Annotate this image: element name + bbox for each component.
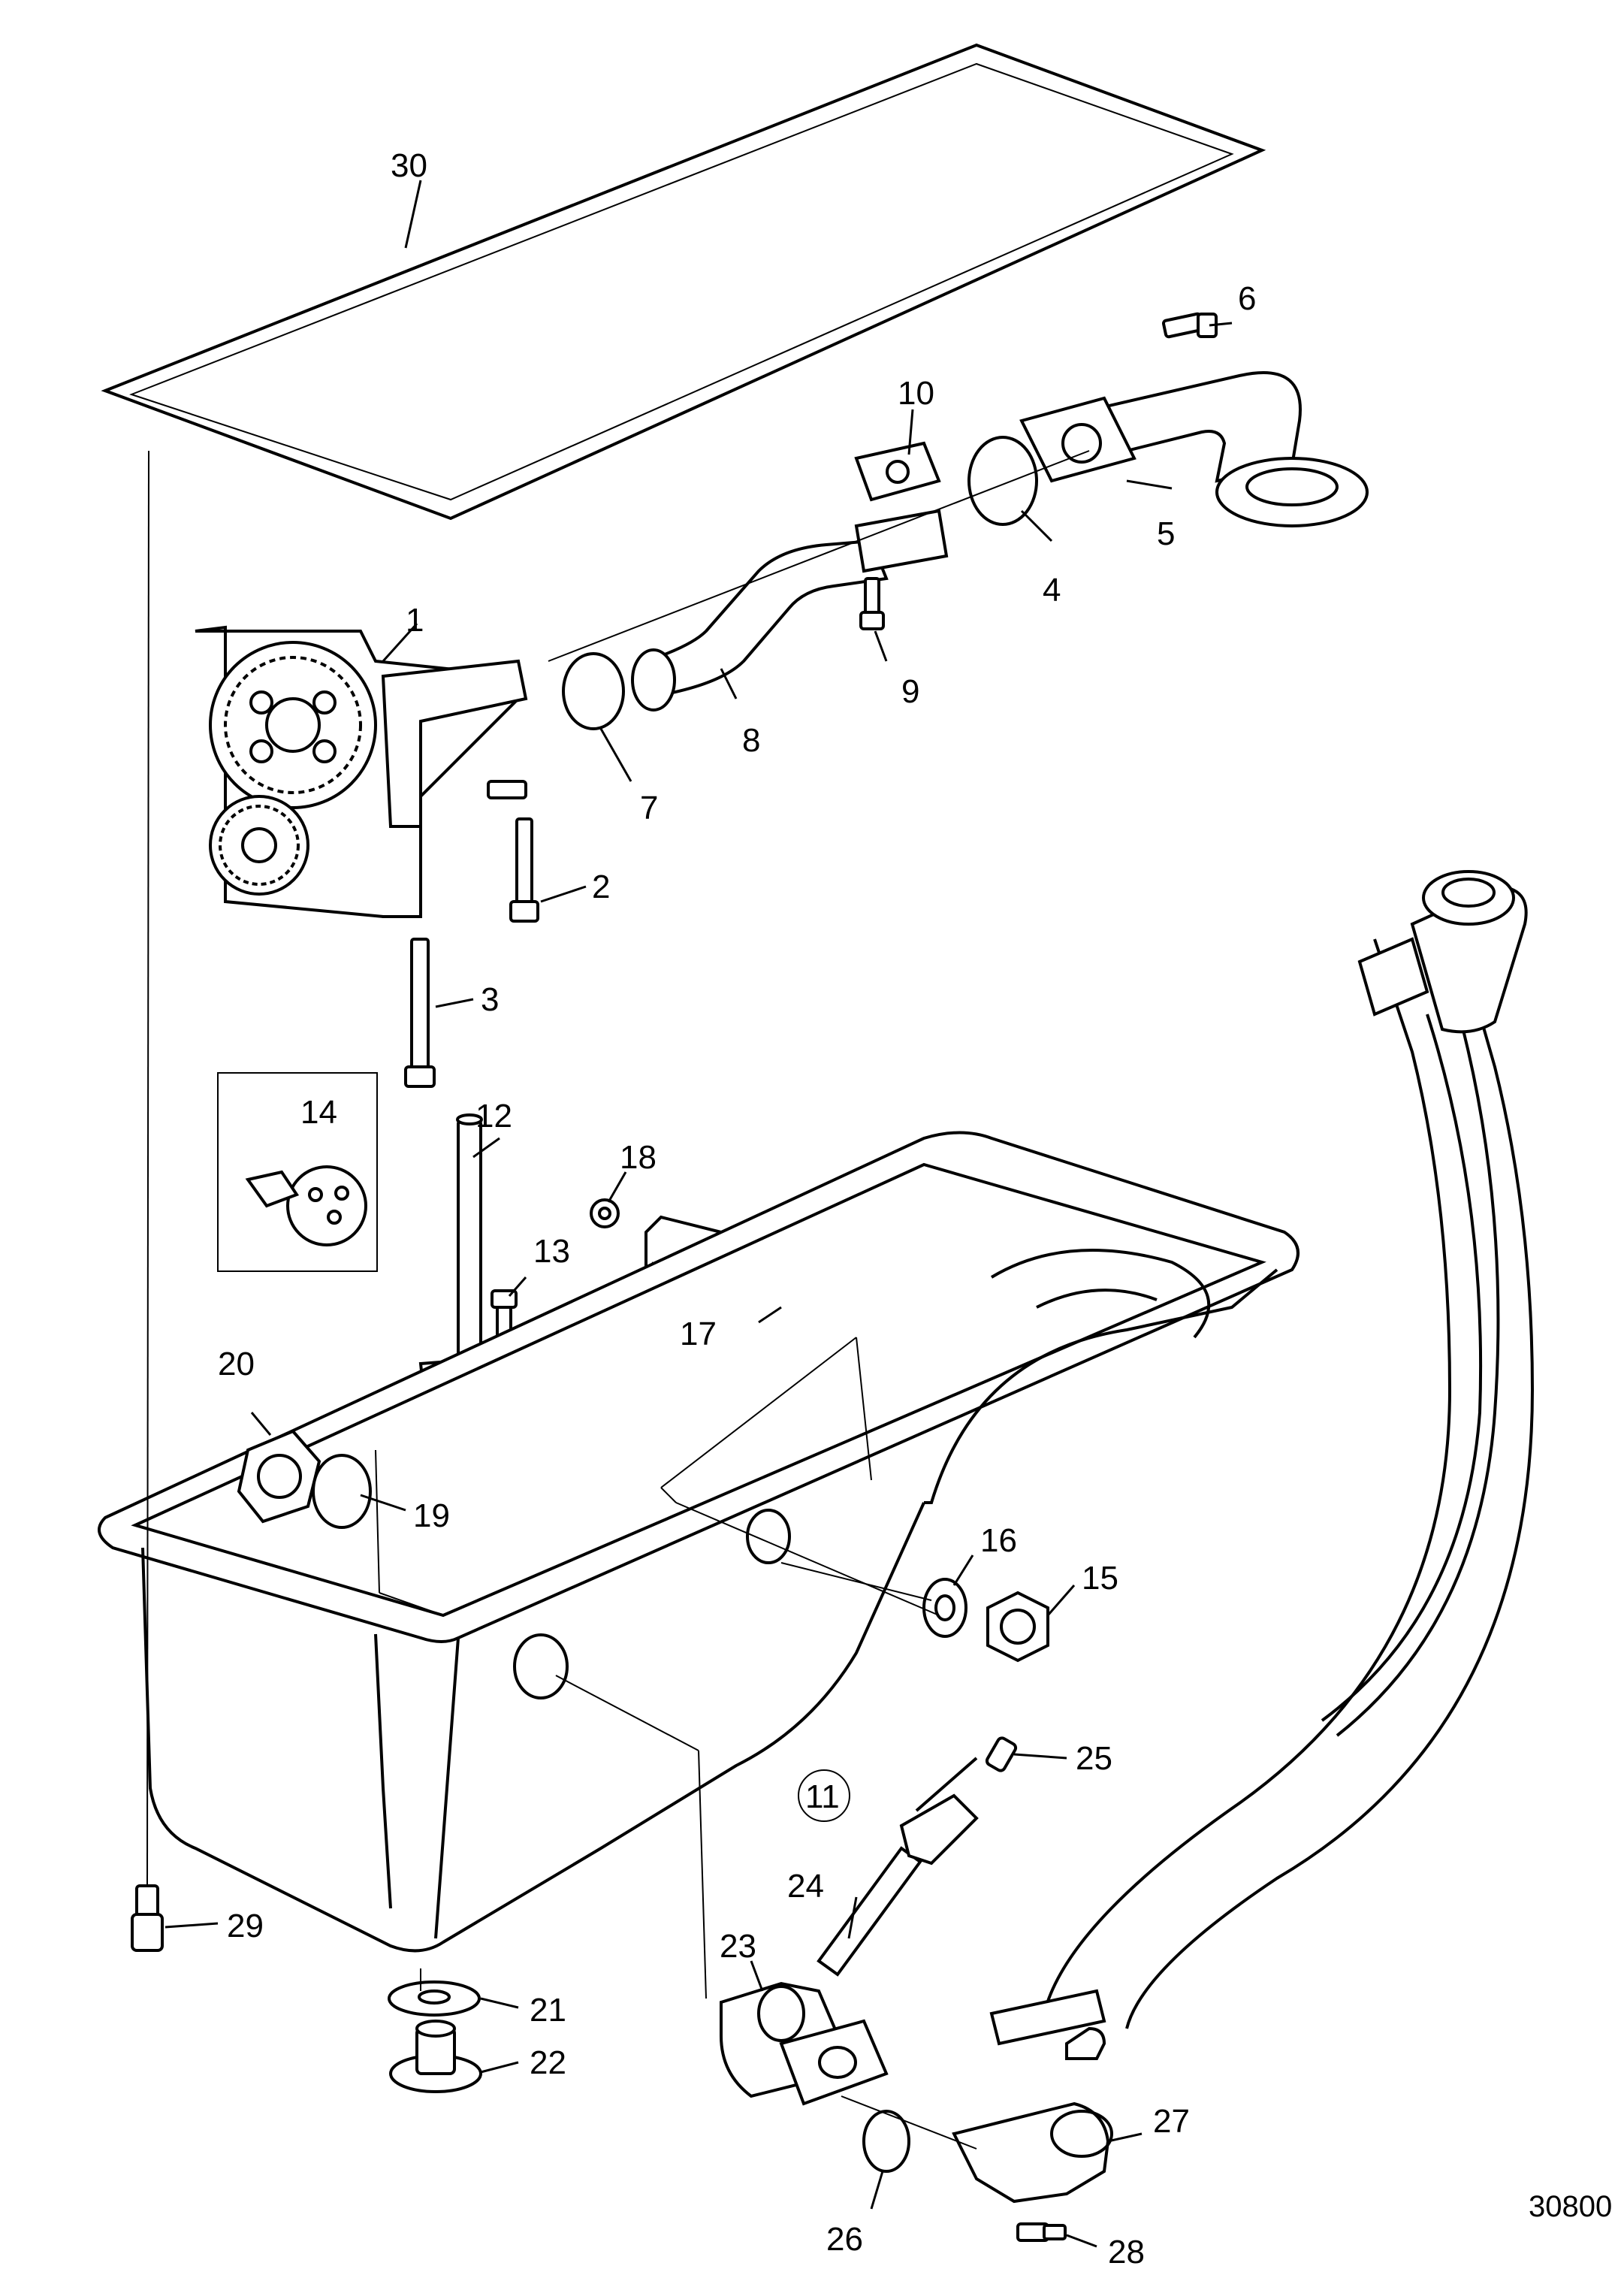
gasket-10 <box>854 441 941 502</box>
callout-9: 9 <box>901 673 919 710</box>
elbow-27 <box>952 2026 1113 2204</box>
bolt-25 <box>985 1736 1018 1772</box>
callout-30: 30 <box>391 147 427 184</box>
callout-17: 17 <box>680 1316 717 1352</box>
nut-18 <box>590 1198 620 1228</box>
oil-pan <box>98 1131 1300 1953</box>
bolt-6 <box>1162 312 1218 339</box>
callout-2: 2 <box>592 869 610 905</box>
bolt-9 <box>859 577 885 630</box>
bolt-28 <box>1016 2222 1067 2242</box>
callout-7: 7 <box>640 790 658 826</box>
plug-22 <box>389 2020 482 2093</box>
callout-10: 10 <box>898 375 934 412</box>
dipstick-24 <box>817 1757 979 1977</box>
figure-number: 30800 <box>1529 2190 1612 2223</box>
callout-circle-11 <box>798 1769 850 1822</box>
oil-pump-1 <box>195 625 528 918</box>
callout-19: 19 <box>413 1497 450 1534</box>
bolt-2 <box>487 780 539 923</box>
detail-inset-14 <box>217 1072 378 1272</box>
callout-20: 20 <box>218 1346 255 1382</box>
callout-3: 3 <box>481 981 499 1018</box>
callout-26: 26 <box>826 2221 863 2258</box>
callout-8: 8 <box>742 722 760 759</box>
washer-16 <box>922 1578 967 1638</box>
callout-23: 23 <box>720 1928 756 1965</box>
drain-plug-29 <box>131 1884 164 1952</box>
suction-pipe-5 <box>1019 371 1369 527</box>
gasket-30 <box>101 43 1266 521</box>
callout-11: 11 <box>805 1778 840 1815</box>
oil-pipe-8 <box>631 509 949 712</box>
callout-1: 1 <box>406 602 424 639</box>
callout-29: 29 <box>227 1908 264 1944</box>
nut-15 <box>986 1591 1049 1663</box>
callout-24: 24 <box>787 1868 824 1905</box>
suction-housing-23 <box>720 1981 889 2106</box>
callout-27: 27 <box>1153 2103 1190 2140</box>
callout-22: 22 <box>530 2044 566 2081</box>
callout-14: 14 <box>300 1094 337 1131</box>
o-ring-7 <box>562 652 625 730</box>
callout-4: 4 <box>1043 572 1061 609</box>
callout-16: 16 <box>980 1522 1017 1559</box>
callout-15: 15 <box>1082 1560 1118 1597</box>
leader-lines <box>146 180 1233 2248</box>
o-ring-26 <box>862 2110 910 2173</box>
callout-18: 18 <box>620 1139 657 1176</box>
callout-12: 12 <box>475 1098 512 1134</box>
callout-25: 25 <box>1076 1740 1112 1777</box>
o-ring-4 <box>967 436 1038 526</box>
callouts: 30 6 10 5 4 1 9 8 7 2 3 12 14 18 13 17 2… <box>218 147 1612 2270</box>
plug-20 <box>237 1429 321 1524</box>
callout-6: 6 <box>1238 280 1256 317</box>
callout-21: 21 <box>530 1992 566 2029</box>
callout-5: 5 <box>1157 515 1175 552</box>
bolt-3 <box>404 938 436 1088</box>
callout-13: 13 <box>533 1233 570 1270</box>
callout-28: 28 <box>1108 2234 1145 2270</box>
filler-hose <box>989 870 1535 2046</box>
o-ring-19 <box>312 1454 372 1529</box>
washer-21 <box>388 1980 481 2017</box>
